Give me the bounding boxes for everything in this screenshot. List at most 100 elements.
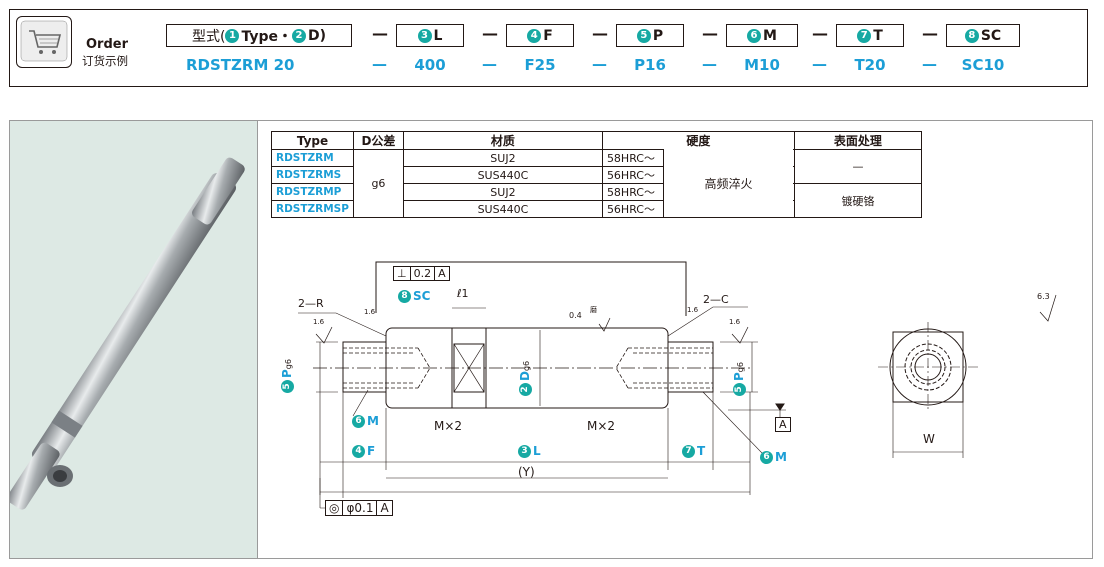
perpendicularity-symbol: ⊥ [393, 266, 411, 281]
number-badge-8: 8 [398, 290, 411, 303]
order-example-band [9, 9, 1088, 87]
number-badge-6: 6 [352, 415, 365, 428]
type-cell[interactable]: RDSTZRM [271, 149, 354, 167]
chamfer-r-label: 2—R [298, 297, 324, 310]
l-text: L [533, 444, 541, 458]
code-label-p: P [652, 27, 664, 44]
separator-dash: — [592, 55, 607, 73]
code-label-f: F [543, 27, 553, 44]
type-cell[interactable]: RDSTZRMSP [271, 200, 354, 218]
code-label-d: D) [307, 27, 327, 44]
perpendicularity-value: 0.2 [410, 266, 436, 281]
separator-dash: — [592, 24, 608, 43]
roughness-label: 1.6 [364, 308, 376, 316]
code-value-m: M10 [744, 56, 780, 74]
number-badge-4: 4 [527, 28, 542, 43]
code-value-t: T20 [854, 56, 886, 74]
header-type: Type [271, 131, 354, 150]
number-badge-7: 7 [682, 445, 695, 458]
w-label: W [923, 432, 935, 446]
number-badge-6: 6 [760, 451, 773, 464]
material-cell: SUS440C [402, 200, 603, 218]
separator-dash: — [372, 55, 387, 73]
header-d-tolerance: D公差 [352, 131, 404, 150]
separator-dash: — [922, 24, 938, 43]
chamfer-c-label: 2—C [703, 293, 729, 306]
d-tolerance: g6 [522, 360, 531, 372]
product-detail-panel [9, 120, 1093, 559]
roughness-label: 1.6 [729, 318, 741, 326]
y-label: (Y) [518, 465, 535, 479]
concentricity-datum: A [377, 500, 393, 516]
p-right-label: 5Pg6 [732, 362, 746, 396]
number-badge-5: 5 [636, 28, 651, 43]
p-tolerance: g6 [284, 359, 293, 370]
number-badge-4: 4 [352, 445, 365, 458]
technical-drawing [298, 261, 1057, 509]
separator-dash: — [482, 24, 498, 43]
mx2-left-label: M×2 [434, 419, 463, 433]
number-badge-3: 3 [518, 445, 531, 458]
number-badge-1: 1 [225, 28, 240, 43]
code-value-p: P16 [634, 56, 666, 74]
hardness-value: 58HRC〜 [606, 152, 655, 165]
header-hardness: 硬度 [601, 131, 795, 150]
code-label-m: M [763, 27, 777, 44]
code-label-type: Type・ [241, 28, 292, 45]
f-text: F [367, 444, 376, 458]
surface-none-cell: — [793, 149, 922, 184]
code-label-type-prefix: 型式( [191, 28, 226, 45]
separator-dash: — [482, 55, 497, 73]
number-badge-2: 2 [519, 383, 532, 396]
m-text: M [775, 450, 787, 464]
material-cell: SUJ2 [402, 149, 603, 167]
type-cell[interactable]: RDSTZRMS [271, 166, 354, 184]
p-text: P [280, 369, 294, 378]
concentricity-symbol: ◎ [325, 500, 344, 516]
number-badge-8: 8 [964, 28, 979, 43]
code-box-type-d: 型式( 1 Type・ 2 D) [166, 24, 352, 47]
datum-a-box: A [775, 417, 791, 432]
header-material: 材质 [402, 131, 603, 150]
separator-dash: — [922, 55, 937, 73]
m-text: M [367, 414, 379, 428]
header-surface-treatment: 表面处理 [793, 131, 922, 150]
datum-a-text: A [775, 417, 791, 432]
l1-label: ℓ1 [457, 287, 469, 300]
order-subtitle: 订货示例 [82, 54, 128, 68]
code-value-type: RDSTZRM 20 [186, 56, 295, 74]
code-value-sc: SC10 [961, 56, 1005, 74]
heat-treatment-cell: 高频淬火 [663, 149, 793, 217]
number-badge-6: 6 [747, 28, 762, 43]
separator-dash: — [812, 55, 827, 73]
separator-dash: — [812, 24, 828, 43]
number-badge-5: 5 [281, 380, 294, 393]
d-text: D [518, 371, 532, 381]
surface-plating-cell: 镀硬铬 [793, 183, 922, 218]
roughness-label: 1.6 [687, 306, 699, 314]
p-tolerance: g6 [736, 362, 745, 373]
code-label-t: T [873, 27, 883, 44]
tolerance-cell: g6 [352, 149, 404, 218]
separator-dash: — [702, 24, 718, 43]
code-label-sc: SC [980, 27, 1002, 44]
roughness-63-label: 6.3 [1037, 292, 1050, 301]
type-cell[interactable]: RDSTZRMP [271, 183, 354, 201]
separator-dash: — [702, 55, 717, 73]
number-badge-2: 2 [291, 28, 306, 43]
number-badge-3: 3 [417, 28, 432, 43]
t-text: T [697, 444, 706, 458]
number-badge-7: 7 [857, 28, 872, 43]
